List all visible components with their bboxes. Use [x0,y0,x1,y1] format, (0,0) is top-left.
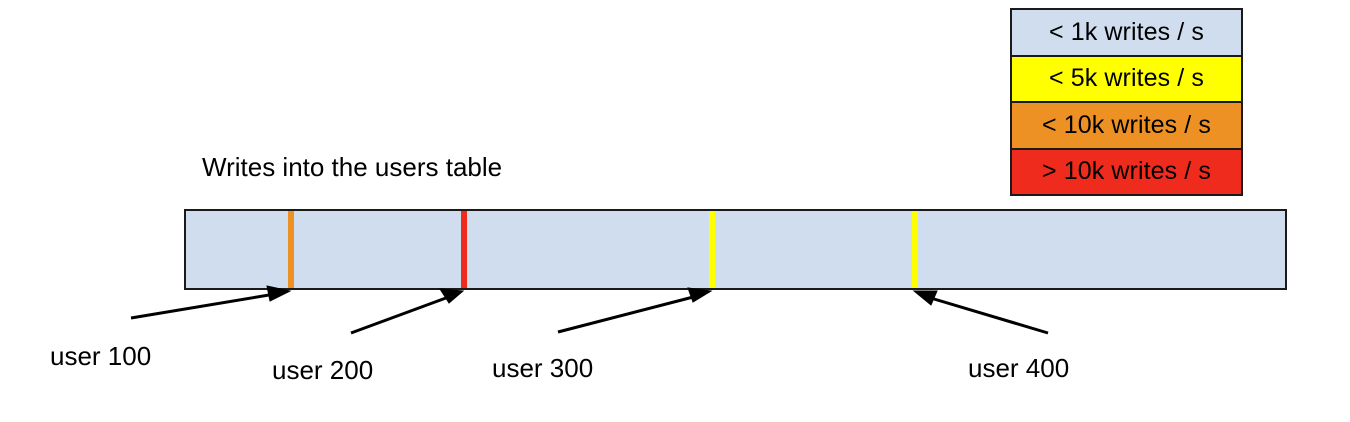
arrow-user-200 [350,288,465,335]
user-300-stripe [709,211,715,288]
user-100-stripe [288,211,294,288]
label-user-100: user 100 [50,341,152,371]
legend-label: < 1k writes / s [1048,17,1204,46]
arrow-user-300 [557,287,713,334]
legend-row-over-10k: > 10k writes / s [1012,149,1241,194]
legend-row-under-1k: < 1k writes / s [1012,10,1241,57]
chart-title: Writes into the users table [202,152,503,182]
user-400-stripe [912,211,918,288]
arrow-user-400 [912,290,1049,335]
user-200-stripe [461,211,467,288]
users-table-bar [184,209,1287,290]
label-user-200: user 200 [272,355,374,385]
legend-label: < 10k writes / s [1041,110,1212,139]
arrow-user-100 [130,285,292,320]
label-user-400: user 400 [968,353,1070,383]
legend-label: > 10k writes / s [1041,157,1212,186]
legend-label: < 5k writes / s [1048,64,1204,93]
legend-row-under-5k: < 5k writes / s [1012,56,1241,103]
label-user-300: user 300 [492,353,594,383]
legend: < 1k writes / s < 5k writes / s < 10k wr… [1010,8,1243,196]
legend-row-under-10k: < 10k writes / s [1012,103,1241,150]
